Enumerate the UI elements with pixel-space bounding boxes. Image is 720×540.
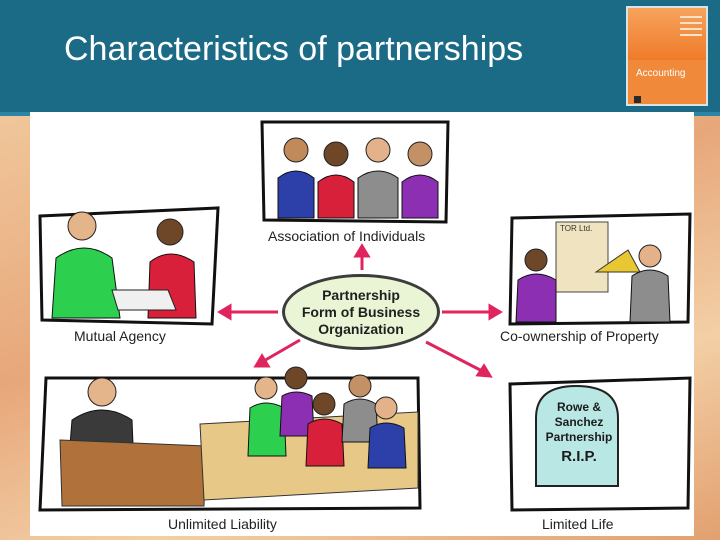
center-line: Organization <box>318 320 404 337</box>
person <box>277 137 315 219</box>
jury-member <box>367 396 407 469</box>
arrows <box>217 243 503 378</box>
jury-member <box>341 374 379 443</box>
person <box>357 137 399 219</box>
center-concept: Partnership Form of Business Organizatio… <box>282 274 440 350</box>
label-mutual-agency: Mutual Agency <box>74 328 166 344</box>
arrow-to-unlimited-liability <box>261 338 301 364</box>
arrow-to-limited-life <box>425 340 485 374</box>
co-ownership-illustration <box>508 212 692 326</box>
book-text-line <box>680 34 702 36</box>
label-limited-life: Limited Life <box>542 516 614 532</box>
label-co-ownership: Co-ownership of Property <box>500 328 659 344</box>
arrow-head <box>353 243 371 258</box>
building-sign: TOR Ltd. <box>560 224 593 233</box>
slide-title: Characteristics of partnerships <box>64 30 524 68</box>
tombstone-text: Rowe & Sanchez Partnership R.I.P. <box>544 400 614 464</box>
arrow-head <box>253 353 271 368</box>
unlimited-liability-illustration <box>38 366 422 512</box>
limited-life-illustration <box>508 376 692 512</box>
tombstone-line: Sanchez <box>554 415 604 429</box>
person <box>401 141 439 219</box>
tombstone-line: Rowe & <box>556 400 601 414</box>
person <box>317 141 355 219</box>
arrow-head <box>217 303 232 321</box>
book-text-line <box>680 22 702 24</box>
center-line: Partnership <box>322 286 400 303</box>
label-association: Association of Individuals <box>268 228 426 244</box>
tombstone-rip: R.I.P. <box>561 448 597 465</box>
slide-header: Characteristics of partnerships Accounti… <box>0 0 720 116</box>
mutual-agency-illustration <box>38 206 220 326</box>
book-title: Accounting <box>636 68 686 79</box>
center-line: Form of Business <box>301 303 421 320</box>
book-text-line <box>680 16 702 18</box>
association-illustration <box>260 120 450 224</box>
arrow-head <box>475 363 493 378</box>
arrow-head <box>488 303 503 321</box>
jury-member <box>279 366 315 437</box>
jury-member <box>247 376 287 457</box>
book-cover-thumbnail: Accounting <box>626 6 708 106</box>
book-text-line <box>680 28 702 30</box>
tombstone-line: Partnership <box>545 430 613 444</box>
book-logo <box>634 96 641 103</box>
label-unlimited-liability: Unlimited Liability <box>168 516 277 532</box>
jury-member <box>305 392 345 467</box>
